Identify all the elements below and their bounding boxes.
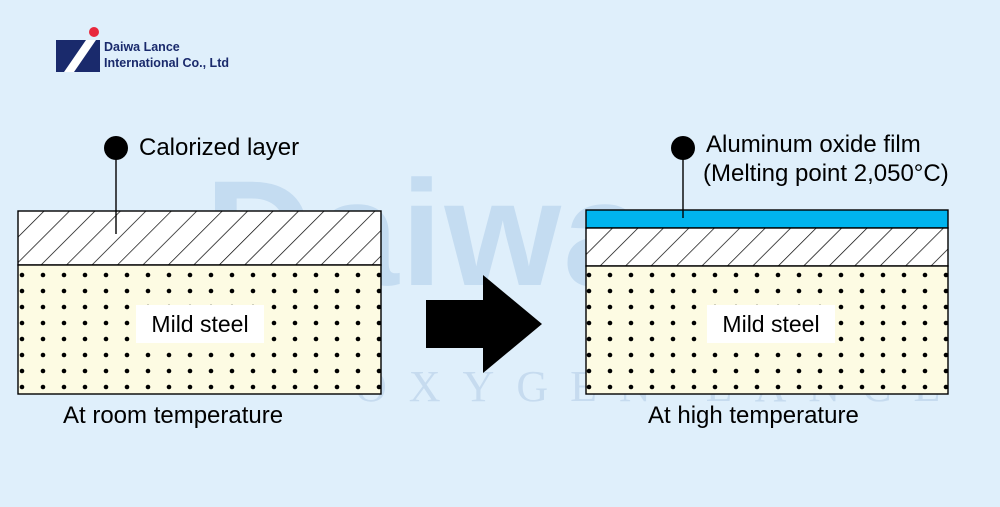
company-name-line1: Daiwa Lance	[104, 40, 180, 54]
callout-dot-icon	[671, 136, 695, 160]
melting-point-label: (Melting point 2,050°C)	[703, 160, 949, 187]
callout-dot-icon	[104, 136, 128, 160]
left-panel	[17, 136, 382, 395]
right-caption: At high temperature	[648, 402, 859, 429]
right-mild-steel-label: Mild steel	[707, 305, 835, 343]
company-name: Daiwa Lance International Co., Ltd	[104, 39, 229, 71]
daiwa-logo-icon	[56, 27, 100, 72]
left-mild-steel-label: Mild steel	[136, 305, 264, 343]
left-caption: At room temperature	[63, 402, 284, 429]
aluminum-oxide-film	[585, 209, 949, 229]
company-logo: Daiwa Lance International Co., Ltd	[56, 26, 276, 74]
oxide-film-label: Aluminum oxide film	[706, 131, 921, 158]
calorized-layer-label: Calorized layer	[139, 134, 300, 161]
right-arrow-icon	[426, 275, 542, 373]
company-name-line2: International Co., Ltd	[104, 56, 229, 70]
